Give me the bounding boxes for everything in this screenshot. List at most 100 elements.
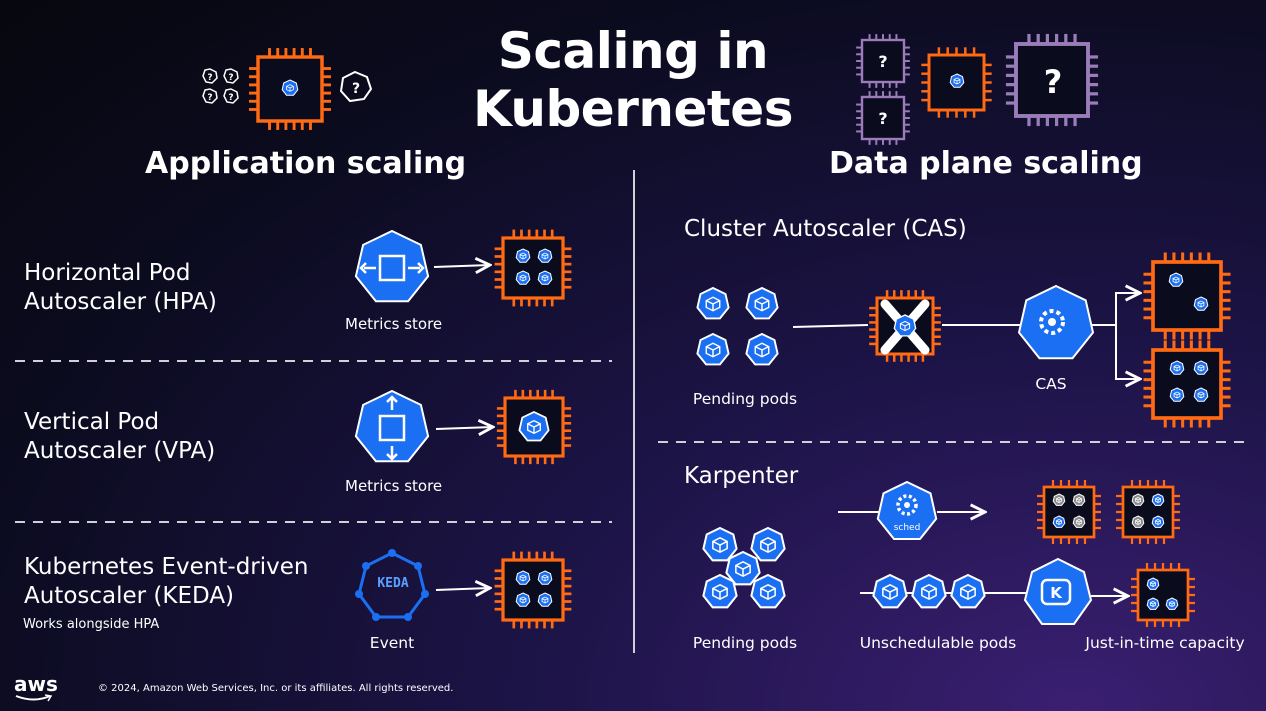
pod-icon [893, 314, 917, 337]
pod-icon [750, 573, 786, 609]
pod-icon [702, 526, 738, 562]
pod-icon [1168, 272, 1184, 287]
scheduled-node-chip-icon [1037, 480, 1101, 544]
scheduler-icon [876, 480, 938, 540]
new-node-chip-icon [1143, 252, 1231, 340]
pod-icon [950, 573, 986, 609]
svg-text:?: ? [207, 73, 212, 83]
pod-icon [515, 270, 531, 285]
slide-title: Scaling in Kubernetes [433, 22, 833, 138]
keda-label: Kubernetes Event-driven Autoscaler (KEDA… [24, 553, 308, 611]
karpenter-title: Karpenter [684, 463, 799, 489]
aws-logo: aws [14, 672, 58, 702]
pod-icon [515, 592, 531, 607]
cas-icon [1017, 284, 1095, 360]
unschedulable-pods-icon [872, 573, 986, 609]
pod-icon [1072, 493, 1086, 506]
pod-icon [537, 248, 553, 263]
pod-icon [1193, 296, 1209, 311]
chip-body [1116, 480, 1180, 544]
chip-body [1131, 563, 1195, 627]
svg-text:?: ? [228, 73, 233, 83]
chip-body [856, 91, 910, 145]
vpa-label-line-2: Autoscaler (VPA) [24, 438, 216, 464]
chip-body [1143, 340, 1231, 428]
karpenter-pending-caption: Pending pods [692, 634, 798, 652]
keda-caption: Event [369, 634, 415, 652]
scheduled-node-chip-icon [1116, 480, 1180, 544]
data-plane-scaling-heading: Data plane scaling [829, 146, 1143, 181]
question-mark-glyph: ? [878, 52, 887, 71]
svg-text:?: ? [228, 93, 233, 103]
cas-line-in [792, 324, 869, 328]
pod-icon [515, 570, 531, 585]
copyright: © 2024, Amazon Web Services, Inc. or its… [98, 683, 454, 694]
karpenter-icon: K [1023, 557, 1093, 625]
pod-icon [696, 332, 730, 366]
pod-icon [1169, 360, 1185, 375]
svg-text:?: ? [207, 93, 212, 103]
application-scaling-heading: Application scaling [145, 146, 467, 181]
unschedulable-caption: Unschedulable pods [859, 634, 1017, 652]
just-in-time-chip-icon [1131, 563, 1195, 627]
question-mark-glyph: ? [1044, 63, 1063, 101]
chip-body [1037, 480, 1101, 544]
chip-body [856, 34, 910, 88]
pod-icon [750, 526, 786, 562]
pod-icon [872, 573, 908, 609]
pod-icon [1131, 493, 1145, 506]
hpa-label-line-1: Horizontal Pod [24, 260, 191, 286]
pod-icon [537, 570, 553, 585]
pod-icon [745, 286, 779, 320]
pod-icon [537, 592, 553, 607]
sched-label: sched [893, 523, 921, 533]
keda-note: Works alongside HPA [23, 617, 160, 632]
chip-icon [249, 48, 331, 130]
question-mark-glyph: ? [878, 109, 887, 128]
svg-text:?: ? [352, 81, 360, 97]
vpa-label-line-1: Vertical Pod [24, 409, 160, 435]
pod-icon [1165, 597, 1179, 610]
pod-icon [1151, 515, 1165, 528]
keda-icon [355, 549, 429, 621]
pod-icon [1151, 493, 1165, 506]
aws-logo-text: aws [14, 672, 58, 696]
pod-icon [702, 573, 738, 609]
vpa-metrics-icon [354, 389, 430, 463]
pod-icon [1072, 515, 1086, 528]
hpa-label-line-2: Autoscaler (HPA) [24, 289, 217, 315]
vpa-label: Vertical Pod Autoscaler (VPA) [24, 408, 215, 466]
unschedulable-node-icon [869, 290, 941, 362]
pod-icon [518, 411, 550, 442]
capacity-caption: Just-in-time capacity [1085, 634, 1245, 652]
aws-smile-icon [15, 694, 53, 702]
vpa-caption: Metrics store [345, 477, 443, 495]
pending-pods-icon [702, 526, 786, 609]
chip-body [494, 229, 572, 307]
pod-icon [1193, 360, 1209, 375]
question-heptagon-icon: ? [339, 70, 373, 103]
chip-body [494, 551, 572, 629]
keda-label-line-2: Autoscaler (KEDA) [24, 583, 235, 609]
vpa-chip-icon [496, 389, 572, 465]
unknown-chips-icon: ??? [856, 33, 1099, 145]
hpa-chip-icon [494, 229, 572, 307]
pod-icon [1169, 387, 1185, 402]
cas-pending-caption: Pending pods [692, 390, 798, 408]
keda-arrow [435, 588, 490, 590]
pod-icon [1052, 493, 1066, 506]
karpenter-k-glyph: K [1050, 584, 1063, 602]
pod-icon [515, 248, 531, 263]
hpa-arrow [433, 265, 490, 267]
keda-label-line-1: Kubernetes Event-driven [24, 554, 309, 580]
pod-icon [1193, 387, 1209, 402]
cas-title: Cluster Autoscaler (CAS) [684, 216, 967, 242]
vpa-arrow [435, 427, 493, 429]
pod-icon [1146, 577, 1160, 590]
pod-icon [696, 286, 730, 320]
pending-pods-icon [696, 286, 779, 366]
pod-icon [281, 79, 299, 96]
cas-caption: CAS [1035, 375, 1067, 393]
pod-icon [1146, 597, 1160, 610]
